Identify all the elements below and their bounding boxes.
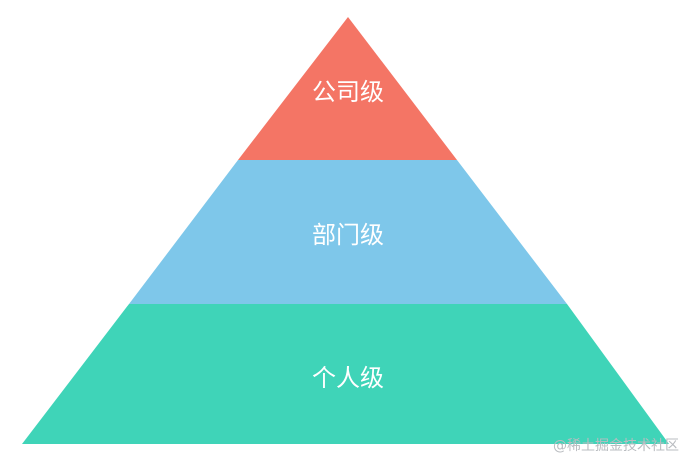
tier-department-label: 部门级 [312, 221, 384, 249]
tier-personal [22, 304, 669, 444]
tier-company-label: 公司级 [312, 78, 384, 106]
tier-department [129, 160, 567, 304]
tier-company [238, 17, 457, 160]
watermark: @稀土掘金技术社区 [553, 438, 679, 454]
tier-personal-label: 个人级 [312, 364, 384, 392]
